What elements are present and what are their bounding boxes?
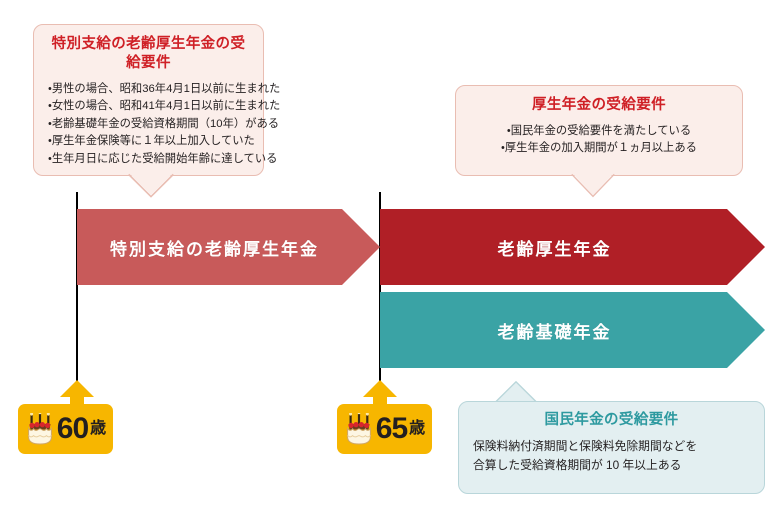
age-number: 60 [56,412,89,445]
badge-arrow-up-icon [60,380,94,408]
chevron-shape [380,292,765,368]
requirement-item: ・厚生年金保険等に１年以上加入していた [48,135,255,148]
chevron-shape [380,209,765,285]
requirement-item: ・国民年金の受給要件を満たしている [506,124,692,137]
age-number: 65 [375,412,408,445]
callout-body: ・国民年金の受給要件を満たしている ・厚生年金の加入期間が１ヵ月以上ある [470,123,728,158]
callout-tail-down-icon [571,173,615,198]
band-old-age-employee-pension: 老齢厚生年金 [380,209,765,285]
band-label: 老齢基礎年金 [497,322,612,342]
birthday-cake-icon [346,413,371,445]
age-marker-65[interactable]: 65 歳 [337,404,432,454]
callout-title: 厚生年金の受給要件 [531,97,667,113]
requirement-item: ・女性の場合、昭和41年4月1日以前に生まれた [48,100,281,113]
callout-body: 保険料納付済期間と保険料免除期間などを 合算した受給資格期間が 10 年以上ある [473,437,750,475]
requirement-item: ・厚生年金の加入期間が１ヵ月以上ある [501,142,697,155]
callout-title: 国民年金の受給要件 [544,412,679,428]
requirement-item: ・老齢基礎年金の受給資格期間（10年）がある [48,117,280,130]
requirement-item: ・生年月日に応じた受給開始年齢に達している [48,152,278,165]
requirement-item: ・男性の場合、昭和36年4月1日以前に生まれた [48,82,281,95]
requirement-item: 保険料納付済期間と保険料免除期間などを [473,438,698,453]
age-marker-60[interactable]: 60 歳 [18,404,113,454]
age-unit: 歳 [90,420,107,437]
timeline-rule-age-60 [76,192,78,390]
callout-special-employee-pension-requirements: 特別支給の老齢厚生年金の受給要件 ・男性の場合、昭和36年4月1日以前に生まれた… [33,24,281,176]
band-special-employee-pension: 特別支給の老齢厚生年金 [77,209,380,285]
callout-tail-down-icon [128,173,174,198]
callout-national-pension-requirements: 国民年金の受給要件 保険料納付済期間と保険料免除期間などを 合算した受給資格期間… [458,401,765,494]
timeline-rule-age-65 [379,192,381,390]
callout-body: ・男性の場合、昭和36年4月1日以前に生まれた ・女性の場合、昭和41年4月1日… [48,81,281,169]
callout-tail-up-icon [494,380,538,404]
callout-employee-pension-requirements: 厚生年金の受給要件 ・国民年金の受給要件を満たしている ・厚生年金の加入期間が１… [455,85,743,176]
birthday-cake-icon [27,413,52,445]
requirement-item: 合算した受給資格期間が 10 年以上ある [473,457,682,472]
badge-arrow-up-icon [363,380,397,408]
chevron-shape [77,209,380,285]
band-label: 特別支給の老齢厚生年金 [110,239,319,259]
age-unit: 歳 [409,420,426,437]
band-label: 老齢厚生年金 [497,239,612,259]
band-old-age-basic-pension: 老齢基礎年金 [380,292,765,368]
callout-title: 特別支給の老齢厚生年金の受給要件 [51,36,246,71]
